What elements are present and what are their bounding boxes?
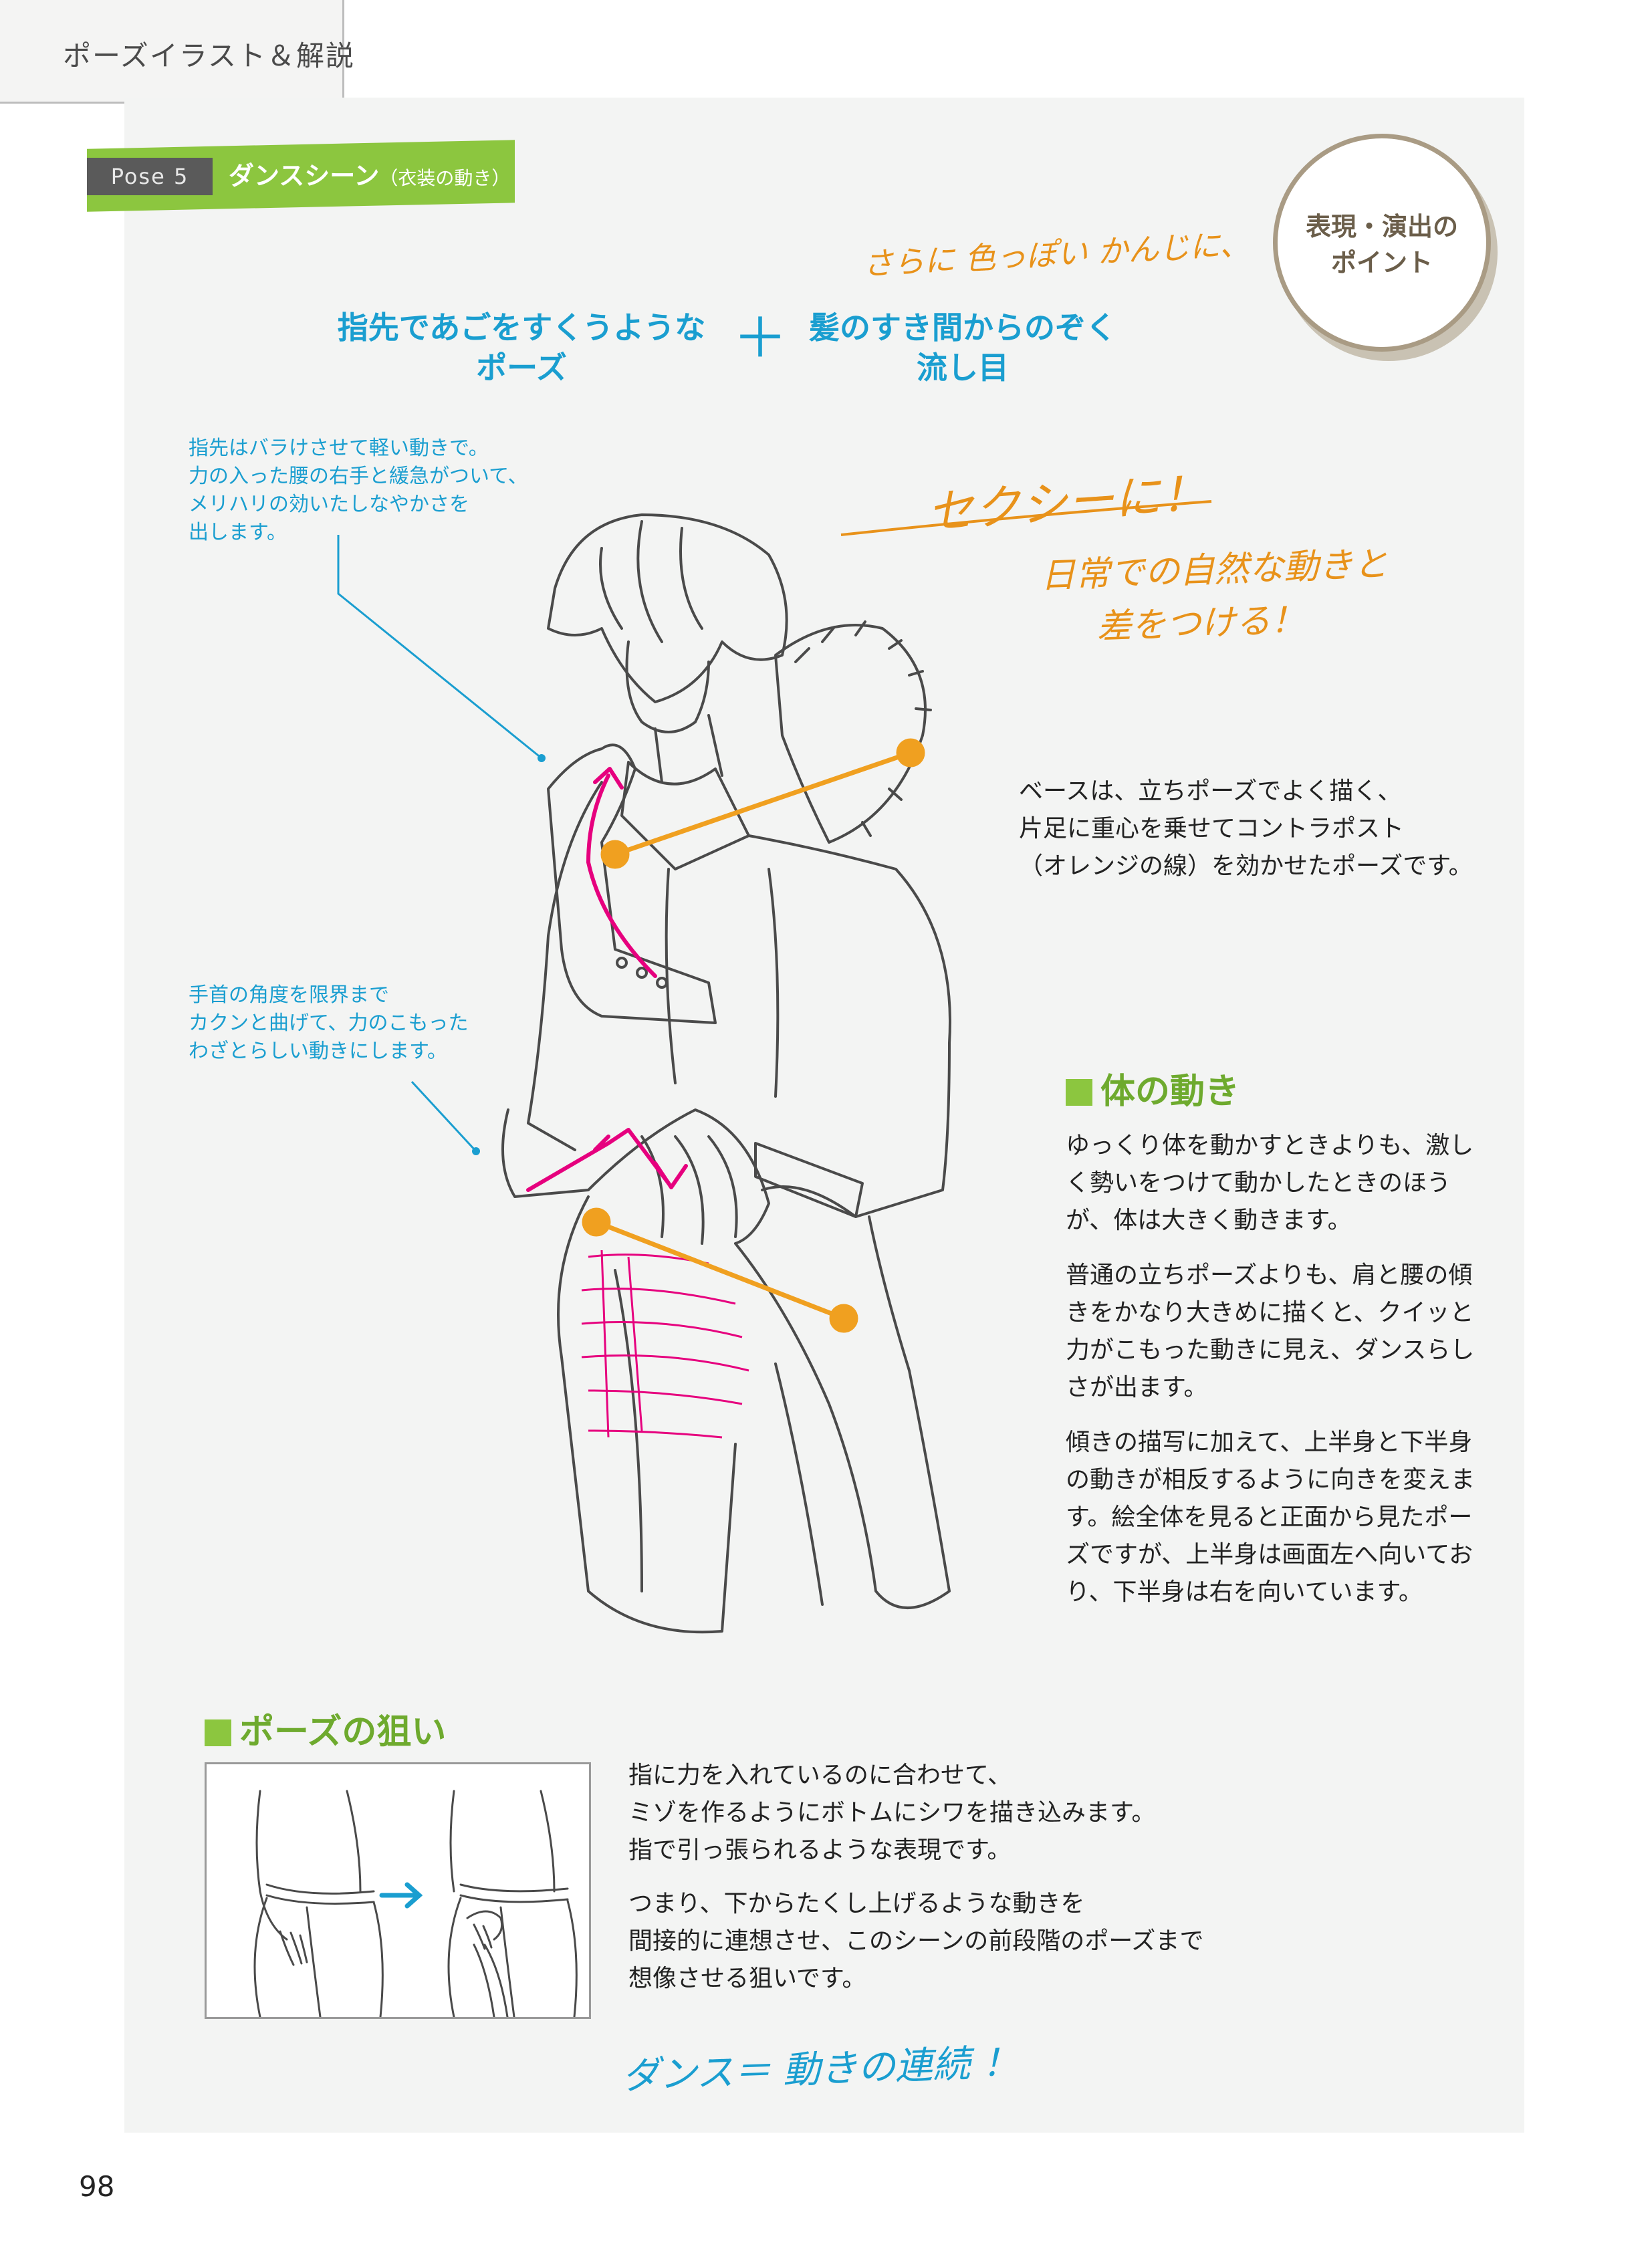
headline-right-line2: 流し目 [917, 350, 1009, 386]
annotation-wrist: 手首の角度を限界まで カクンと曲げて、力のこもった わざとらしい動きにします。 [189, 981, 536, 1066]
annotation-fingers: 指先はバラけさせて軽い動きで。 力の入った腰の右手と緩急がついて、 メリハリの効… [189, 435, 590, 547]
pose-aim-line: 指で引っ張られるような表現です。 [628, 1836, 1012, 1864]
pose-aim-line: 間接的に連想させ、このシーンの前段階のポーズまで [628, 1927, 1204, 1955]
pose-label: Pose 5 [87, 158, 213, 195]
pose-title: ダンスシーン（衣装の動き） [229, 155, 510, 192]
point-badge [1273, 134, 1491, 352]
pose-aim-paragraph-2: つまり、下からたくし上げるような動きを 間接的に連想させ、このシーンの前段階のポ… [628, 1885, 1364, 1998]
annotation-line: 手首の角度を限界まで [189, 983, 389, 1007]
pose-aim-heading: ポーズの狙い [205, 1703, 446, 1754]
point-badge-line1: 表現・演出の [1305, 212, 1458, 241]
headline-left: 指先であごをすくうような ポーズ [321, 308, 722, 388]
fabric-folds [581, 1250, 749, 1439]
pose-title-sub: （衣装の動き） [379, 167, 511, 189]
leader-dot [472, 1147, 480, 1155]
sexy-underline [840, 500, 1212, 536]
point-badge-text: 表現・演出の ポイント [1273, 209, 1491, 281]
figure-sketch [501, 513, 951, 1634]
contrapposto-lines [582, 738, 925, 1333]
body-movement-paragraph-3: 傾きの描写に加えて、上半身と下半身の動きが相反するように向きを変えます。絵全体を… [1066, 1429, 1476, 1606]
body-movement-heading: 体の動き [1066, 1063, 1240, 1113]
leader-dot [538, 754, 546, 762]
body-movement-paragraph-2: 普通の立ちポーズよりも、肩と腰の傾きをかなり大きめに描くと、クイッと力がこもった… [1066, 1262, 1475, 1401]
base-text-line: ベースは、立ちポーズでよく描く、 [1019, 778, 1402, 805]
comparison-sketch [253, 1790, 578, 2018]
headline-left-line2: ポーズ [476, 350, 567, 386]
annotation-leader-wrist [410, 1080, 477, 1153]
header-tab [0, 0, 344, 104]
page-number: 98 [79, 2170, 115, 2203]
pose-aim-heading-text: ポーズの狙い [239, 1712, 447, 1752]
base-text-line: 片足に重心を乗せてコントラポスト [1019, 815, 1405, 842]
comparison-box [205, 1762, 591, 2019]
pose-aim-line: つまり、下からたくし上げるような動きを [628, 1890, 1085, 1917]
section-title: ポーズイラスト＆解説 [63, 39, 356, 72]
body-movement-heading-text: 体の動き [1100, 1072, 1240, 1112]
square-bullet-icon [205, 1719, 231, 1746]
pose-aim-paragraph-1: 指に力を入れているのに合わせて、 ミゾを作るようにボトムにシワを描き込みます。 … [628, 1757, 1364, 1869]
headline-left-line1: 指先であごをすくうような [337, 310, 706, 346]
annotation-line: 力の入った腰の右手と緩急がついて、 [189, 465, 528, 488]
pose-aim-line: 想像させる狙いです。 [628, 1965, 866, 1992]
base-text: ベースは、立ちポーズでよく描く、 片足に重心を乗せてコントラポスト （オレンジの… [1019, 773, 1500, 885]
headline-right: 髪のすき間からのぞく 流し目 [796, 308, 1130, 388]
pose-aim-line: ミゾを作るようにボトムにシワを描き込みます。 [628, 1799, 1156, 1826]
annotation-line: 指先はバラけさせて軽い動きで。 [189, 437, 489, 460]
annotation-leader-fingers [337, 535, 542, 759]
pose-aim-line: 指に力を入れているのに合わせて、 [628, 1762, 1012, 1789]
square-bullet-icon [1066, 1079, 1092, 1106]
annotation-line: わざとらしい動きにします。 [189, 1040, 447, 1063]
annotation-line: 出します。 [189, 521, 287, 544]
pose-title-main: ダンスシーン [229, 161, 380, 191]
headline-plus: ＋ [733, 307, 788, 370]
point-badge-line2: ポイント [1330, 248, 1433, 277]
annotation-line: メリハリの効いたしなやかさを [189, 493, 469, 516]
base-text-line: （オレンジの線）を効かせたポーズです。 [1019, 852, 1473, 880]
body-movement-paragraph-1: ゆっくり体を動かすときよりも、激しく勢いをつけて動かしたときのほうが、体は大きく… [1066, 1132, 1474, 1234]
headline-right-line1: 髪のすき間からのぞく [809, 310, 1116, 346]
annotation-line: カクンと曲げて、力のこもった [189, 1012, 469, 1035]
motion-arrows [526, 767, 688, 1192]
